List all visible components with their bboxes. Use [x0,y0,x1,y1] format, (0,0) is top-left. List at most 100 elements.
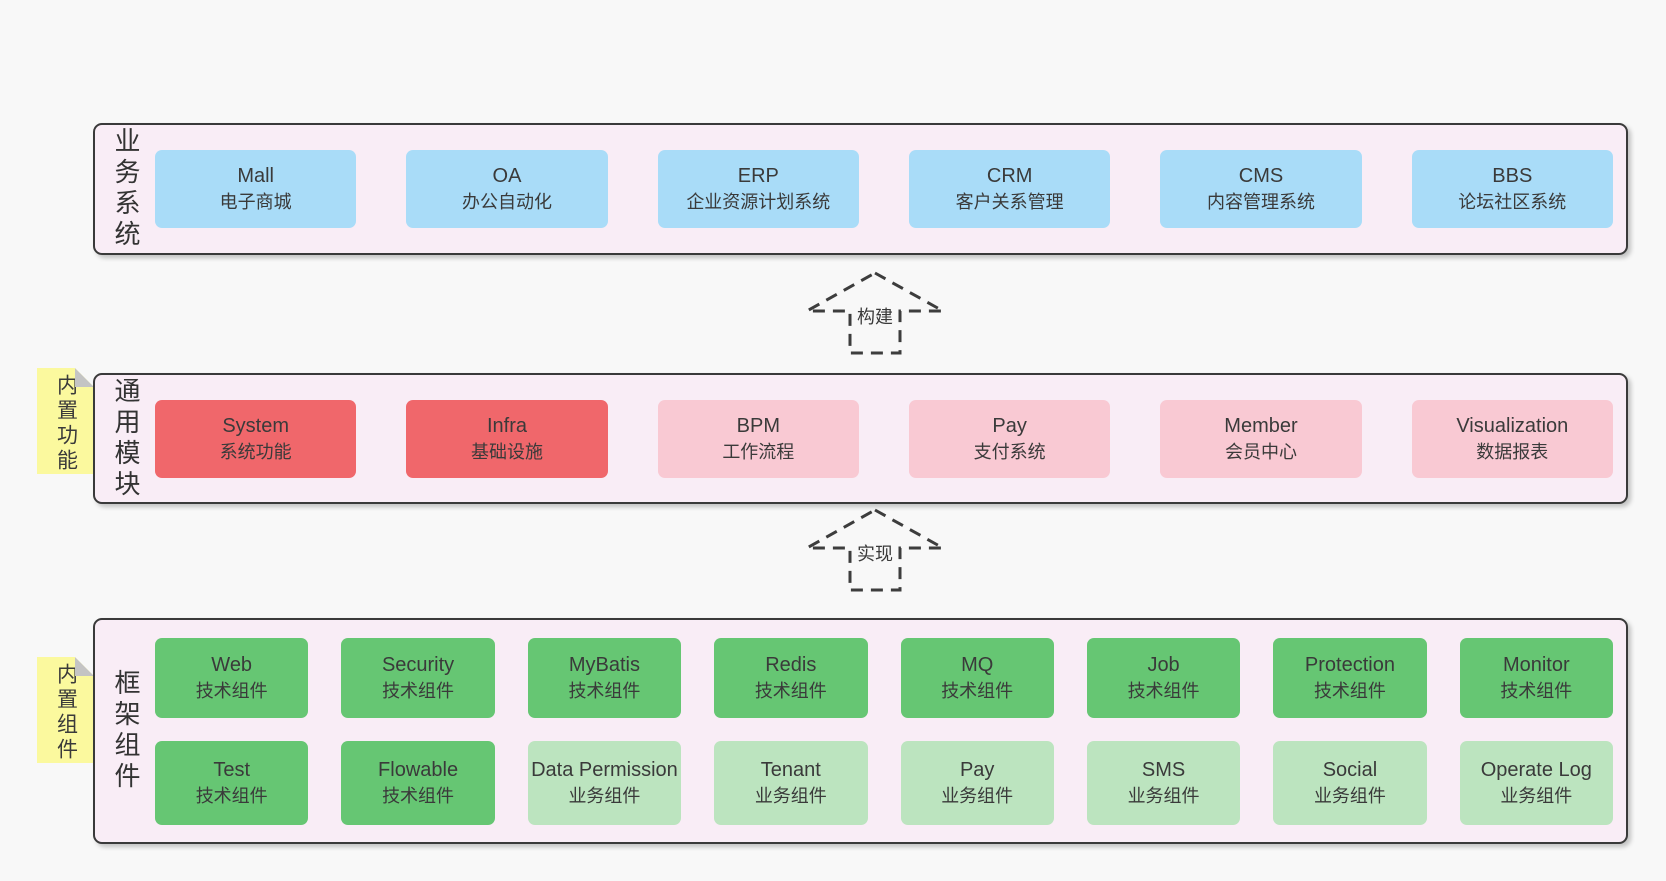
node-name: Job [1147,654,1180,676]
node-pay-component: Pay 业务组件 [900,741,1054,825]
node-name: Pay [992,414,1027,437]
node-web: Web 技术组件 [155,638,309,718]
node-name: Data Permission [531,759,678,781]
node-desc: 客户关系管理 [955,192,1064,212]
node-mq: MQ 技术组件 [900,638,1054,718]
node-desc: 基础设施 [470,441,543,462]
node-flowable: Flowable 技术组件 [341,741,495,825]
node-mybatis: MyBatis 技术组件 [527,638,682,718]
framework-components-section: 框架组件 Web 技术组件 Security 技术组件 MyBatis 技术组件… [93,618,1628,844]
node-desc: 业务组件 [1500,786,1573,806]
node-desc: 系统功能 [219,441,292,462]
node-member: Member 会员中心 [1160,399,1362,478]
node-desc: 业务组件 [568,786,641,806]
node-tenant: Tenant 业务组件 [714,741,868,825]
node-name: Visualization [1456,414,1569,437]
node-visualization: Visualization 数据报表 [1411,399,1613,478]
node-operate-log: Operate Log 业务组件 [1459,741,1613,825]
business-section-label: 业务系统 [111,127,141,251]
node-name: System [222,414,289,437]
node-infra: Infra 基础设施 [406,399,608,478]
node-name: BBS [1492,165,1533,187]
node-name: Mall [237,165,274,187]
node-mall: Mall 电子商城 [155,150,357,228]
node-monitor: Monitor 技术组件 [1459,638,1613,718]
node-desc: 技术组件 [568,681,641,701]
node-bpm: BPM 工作流程 [657,399,859,478]
sticky-fold-icon [75,657,94,676]
node-name: BPM [736,414,780,437]
node-name: ERP [737,165,779,187]
node-desc: 工作流程 [722,441,795,462]
node-name: Tenant [760,759,821,781]
node-name: Member [1224,414,1298,437]
node-erp: ERP 企业资源计划系统 [657,150,859,228]
node-name: CRM [986,165,1033,187]
node-desc: 技术组件 [382,681,455,701]
node-name: Social [1322,759,1378,781]
node-desc: 论坛社区系统 [1458,192,1567,212]
node-name: Web [211,654,253,676]
node-name: Protection [1304,654,1395,676]
node-desc: 业务组件 [1127,786,1200,806]
node-security: Security 技术组件 [341,638,495,718]
node-desc: 技术组件 [1313,681,1386,701]
node-redis: Redis 技术组件 [714,638,868,718]
node-oa: OA 办公自动化 [406,150,608,228]
components-nodes-grid: Web 技术组件 Security 技术组件 MyBatis 技术组件 Redi… [155,638,1613,825]
modules-section-label: 通用模块 [111,376,141,501]
node-name: Monitor [1502,654,1570,676]
business-systems-section: 业务系统 Mall 电子商城 OA 办公自动化 ERP 企业资源计划系统 CRM… [93,123,1628,255]
node-desc: 会员中心 [1224,441,1297,462]
node-name: OA [492,165,522,187]
node-data-permission: Data Permission 业务组件 [527,741,682,825]
node-name: Flowable [378,759,459,781]
node-desc: 业务组件 [1313,786,1386,806]
node-pay-module: Pay 支付系统 [908,399,1111,478]
node-name: Redis [765,654,817,676]
node-test: Test 技术组件 [155,741,309,825]
sticky-components-label: 内置组件 [54,663,78,763]
node-desc: 技术组件 [1500,681,1573,701]
node-desc: 技术组件 [1127,681,1200,701]
dashed-up-arrow-icon [805,271,945,355]
node-desc: 支付系统 [973,441,1046,462]
node-name: Pay [959,759,995,781]
node-name: Operate Log [1480,759,1592,781]
common-modules-section: 通用模块 System 系统功能 Infra 基础设施 BPM 工作流程 Pay… [93,373,1628,504]
node-desc: 业务组件 [754,786,827,806]
node-desc: 技术组件 [195,681,268,701]
node-bbs: BBS 论坛社区系统 [1411,150,1613,228]
components-row-2: Test 技术组件 Flowable 技术组件 Data Permission … [155,741,1613,825]
arrow-build: 构建 [805,271,945,355]
node-desc: 企业资源计划系统 [686,192,831,212]
business-nodes-row: Mall 电子商城 OA 办公自动化 ERP 企业资源计划系统 CRM 客户关系… [155,125,1613,253]
arrow-build-label: 构建 [854,303,896,329]
node-desc: 技术组件 [941,681,1014,701]
node-desc: 电子商城 [219,192,292,212]
components-row-1: Web 技术组件 Security 技术组件 MyBatis 技术组件 Redi… [155,638,1613,718]
node-desc: 技术组件 [382,786,455,806]
arrow-implement: 实现 [805,508,945,592]
node-job: Job 技术组件 [1086,638,1241,718]
node-system: System 系统功能 [155,399,357,478]
node-name: SMS [1141,759,1186,781]
components-section-label: 框架组件 [111,669,141,793]
node-name: Security [381,654,455,676]
node-desc: 内容管理系统 [1206,192,1315,212]
node-name: Infra [486,414,527,437]
node-name: Test [213,759,251,781]
node-name: MQ [961,654,994,676]
node-desc: 技术组件 [754,681,827,701]
node-cms: CMS 内容管理系统 [1160,150,1362,228]
node-crm: CRM 客户关系管理 [908,150,1111,228]
node-sms: SMS 业务组件 [1086,741,1241,825]
node-protection: Protection 技术组件 [1273,638,1427,718]
sticky-features-label: 内置功能 [54,374,78,474]
sticky-note-builtin-components: 内置组件 [37,657,94,763]
arrow-implement-label: 实现 [854,540,896,566]
sticky-fold-icon [75,368,94,387]
node-social: Social 业务组件 [1273,741,1427,825]
node-desc: 业务组件 [941,786,1014,806]
node-name: MyBatis [568,654,640,676]
